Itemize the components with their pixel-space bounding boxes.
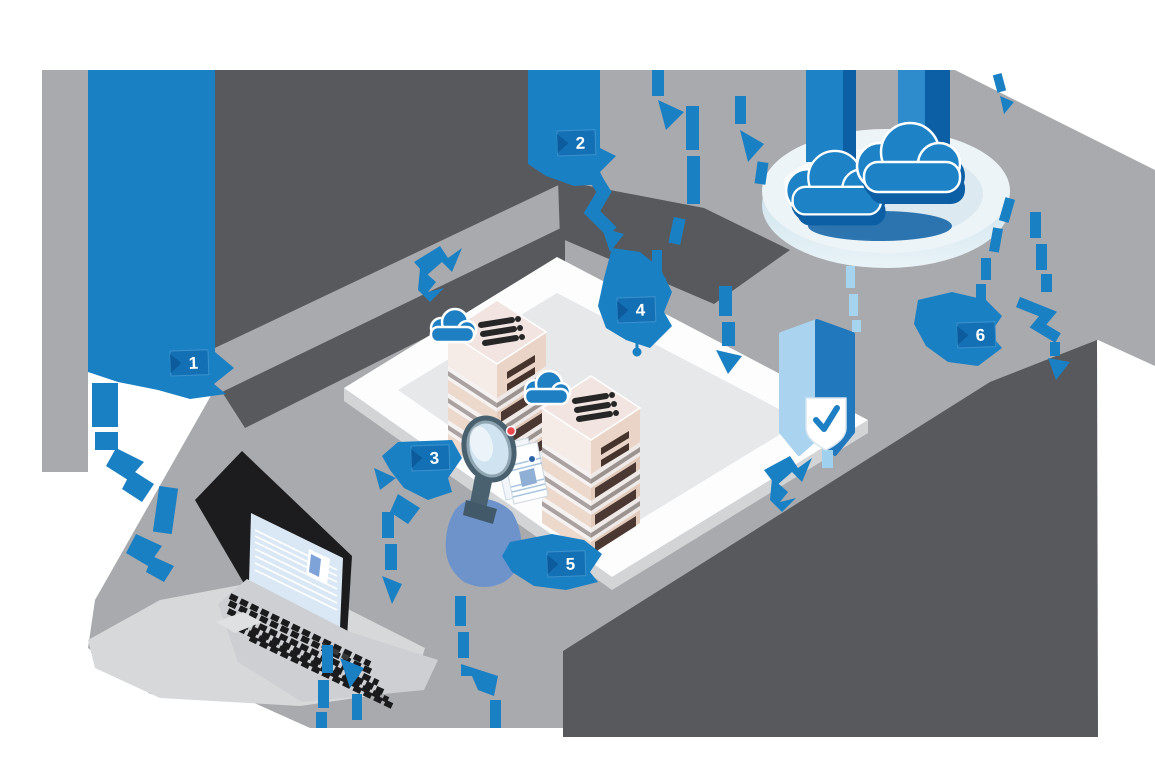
- magnifier-document: [445, 415, 549, 587]
- magnifier-lens-icon: [461, 415, 517, 483]
- red-pin-dot: [505, 425, 517, 437]
- dashed-flow-lines: [316, 70, 1070, 728]
- marker-6-number: 6: [975, 326, 985, 345]
- marker-flag-3: 3: [410, 444, 451, 472]
- platform-edge-right: [612, 420, 868, 590]
- screen-document-thumbnail: [309, 554, 321, 577]
- flag3-blob-tail: [390, 494, 420, 524]
- marker-3-number: 3: [429, 449, 439, 468]
- dark-band-bottom-right: [563, 340, 1098, 737]
- flow-band-1: [88, 70, 234, 399]
- light-dashes-disc-to-shield: [846, 266, 861, 332]
- magnifier-blob: [445, 498, 522, 587]
- dark-band-top-left: [215, 70, 565, 348]
- dashed-chain-left: [92, 383, 179, 582]
- data-pillar-left: [806, 70, 856, 166]
- marker-flag-2: 2: [556, 129, 597, 157]
- marker-flag-4: 4: [616, 296, 657, 324]
- laptop: [88, 451, 438, 709]
- marker-4-number: 4: [635, 301, 646, 320]
- dark-band-shadow-strip: [222, 226, 565, 428]
- left-gray-strip: [42, 70, 88, 472]
- flag4-pin-dot: [632, 347, 642, 357]
- magnifier-handle: [470, 476, 492, 510]
- document-block: [519, 468, 537, 487]
- checkmark-icon: [813, 405, 840, 432]
- cloud-platform: [762, 70, 1010, 268]
- marker-flag-1: 1: [169, 349, 210, 377]
- marker-flag-5: 5: [546, 550, 587, 578]
- marker-2-number: 2: [575, 134, 585, 153]
- marker-flag-6: 6: [956, 321, 997, 349]
- shield-check: [779, 319, 855, 468]
- magnifier-handle-base: [463, 500, 497, 524]
- marker-1-number: 1: [188, 354, 198, 373]
- laptop-trackpad: [216, 612, 262, 633]
- shield-stem: [822, 450, 833, 468]
- document-pin-dot: [528, 455, 536, 463]
- laptop-screen: [249, 513, 343, 628]
- marker-5-number: 5: [565, 555, 575, 574]
